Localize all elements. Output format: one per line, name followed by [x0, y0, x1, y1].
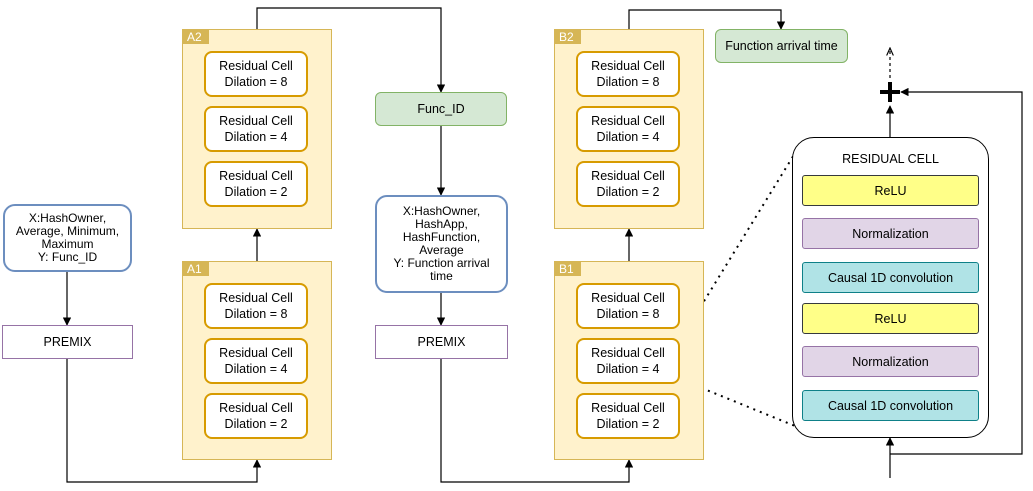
- cell-dilation: Dilation = 4: [596, 130, 660, 144]
- residual-cell-b2-3: Residual Cell Dilation = 2: [576, 161, 680, 207]
- cell-label: Residual Cell: [219, 169, 293, 183]
- block-b2-tag: B2: [555, 30, 581, 44]
- residual-cell-a1-3: Residual Cell Dilation = 2: [204, 393, 308, 439]
- arrow-b2-to-arrival: [628, 9, 786, 30]
- zoom-line-top: [681, 144, 801, 338]
- cell-dilation: Dilation = 8: [224, 307, 288, 321]
- cell-dilation: Dilation = 4: [596, 362, 660, 376]
- input-features-b: X:HashOwner, HashApp, HashFunction, Aver…: [375, 195, 508, 293]
- cell-dilation: Dilation = 8: [596, 75, 660, 89]
- cell-label: Residual Cell: [219, 291, 293, 305]
- layer-relu-1: ReLU: [802, 175, 979, 206]
- input-b-line: Average: [419, 243, 464, 257]
- layer-normalization-1: Normalization: [802, 218, 979, 249]
- input-a-line: Maximum: [41, 237, 94, 251]
- cell-dilation: Dilation = 2: [224, 185, 288, 199]
- block-b1-tag: B1: [555, 262, 581, 276]
- residual-cell-b1-1: Residual Cell Dilation = 8: [576, 283, 680, 329]
- cell-label: Residual Cell: [591, 59, 665, 73]
- residual-cell-a1-2: Residual Cell Dilation = 4: [204, 338, 308, 384]
- skip-connection: [890, 87, 1023, 455]
- residual-cell-b1-3: Residual Cell Dilation = 2: [576, 393, 680, 439]
- cell-dilation: Dilation = 8: [596, 307, 660, 321]
- cell-label: Residual Cell: [591, 291, 665, 305]
- residual-cell-a2-2: Residual Cell Dilation = 4: [204, 106, 308, 152]
- premix-a: PREMIX: [2, 325, 133, 359]
- cell-label: Residual Cell: [591, 114, 665, 128]
- cell-dilation: Dilation = 4: [224, 362, 288, 376]
- block-a1-tag: A1: [183, 262, 209, 276]
- cell-dilation: Dilation = 4: [224, 130, 288, 144]
- function-arrival-node: Function arrival time: [715, 29, 848, 63]
- input-a-line: Average, Minimum,: [15, 224, 120, 238]
- residual-cell-a2-1: Residual Cell Dilation = 8: [204, 51, 308, 97]
- arrow-a2-to-func-id: [256, 7, 446, 93]
- input-features-a: X:HashOwner, Average, Minimum, Maximum Y…: [3, 204, 132, 272]
- residual-cell-title: RESIDUAL CELL: [842, 152, 939, 166]
- layer-normalization-2: Normalization: [802, 346, 979, 377]
- residual-cell-a1-1: Residual Cell Dilation = 8: [204, 283, 308, 329]
- arrow-premix-b-to-b1: [440, 359, 634, 483]
- cell-label: Residual Cell: [591, 169, 665, 183]
- layer-causal-conv-2: Causal 1D convolution: [802, 390, 979, 421]
- cell-label: Residual Cell: [219, 346, 293, 360]
- cell-dilation: Dilation = 8: [224, 75, 288, 89]
- cell-label: Residual Cell: [219, 401, 293, 415]
- input-b-line: time: [430, 269, 453, 283]
- cell-dilation: Dilation = 2: [224, 417, 288, 431]
- cell-label: Residual Cell: [219, 114, 293, 128]
- input-b-line: X:HashOwner,: [402, 204, 481, 218]
- input-b-line: Y: Function arrival: [393, 256, 490, 270]
- add-plus-icon: [880, 82, 900, 102]
- arrow-premix-a-to-a1: [66, 359, 262, 483]
- input-b-line: HashFunction,: [402, 230, 481, 244]
- premix-b: PREMIX: [375, 325, 508, 359]
- input-a-line: Y: Func_ID: [37, 250, 98, 264]
- func-id-node: Func_ID: [375, 92, 507, 126]
- cell-label: Residual Cell: [591, 401, 665, 415]
- input-a-line: X:HashOwner,: [28, 211, 107, 225]
- residual-cell-a2-3: Residual Cell Dilation = 2: [204, 161, 308, 207]
- layer-causal-conv-1: Causal 1D convolution: [802, 262, 979, 293]
- cell-label: Residual Cell: [219, 59, 293, 73]
- input-b-line: HashApp,: [415, 217, 468, 231]
- layer-relu-2: ReLU: [802, 303, 979, 334]
- residual-cell-b2-2: Residual Cell Dilation = 4: [576, 106, 680, 152]
- cell-dilation: Dilation = 2: [596, 417, 660, 431]
- block-a2-tag: A2: [183, 30, 209, 44]
- cell-dilation: Dilation = 2: [596, 185, 660, 199]
- residual-cell-b1-2: Residual Cell Dilation = 4: [576, 338, 680, 384]
- residual-cell-b2-1: Residual Cell Dilation = 8: [576, 51, 680, 97]
- cell-label: Residual Cell: [591, 346, 665, 360]
